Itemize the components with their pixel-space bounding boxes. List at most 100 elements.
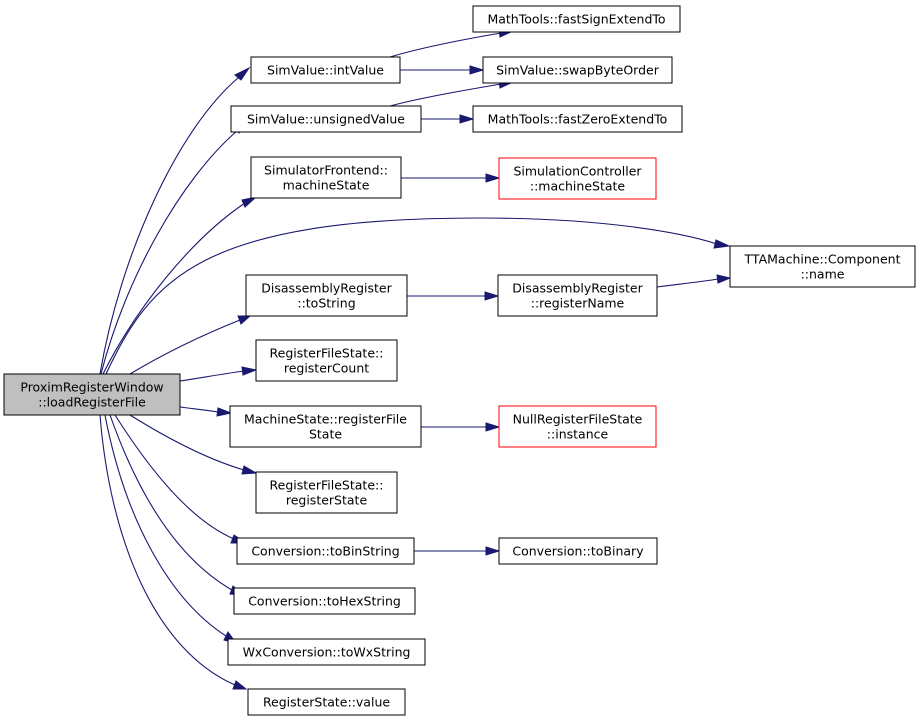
arrowhead-icon [716,274,732,284]
edge-n9-to-n10 [407,291,500,301]
edge-line [656,278,719,288]
function-node[interactable]: SimulatorFrontend::machineState [250,156,402,199]
node-label-line: MathTools::fastZeroExtendTo [488,112,668,127]
node-label-line: SimulatorFrontend:: [264,163,388,178]
function-node[interactable]: RegisterState::value [247,688,406,716]
arrowhead-icon [484,291,500,301]
node-label-line: ::registerName [531,296,625,311]
edge-n4-to-n3 [389,79,515,107]
node-label-line: SimValue::swapByteOrder [496,63,660,78]
node-label-line: RegisterState::value [263,695,390,710]
edge-line [389,32,502,58]
node-box [230,105,422,133]
arrowhead-icon [459,114,475,124]
node-box [482,56,673,84]
node-label-line: State [309,427,342,442]
function-node[interactable]: RegisterFileState::registerCount [255,339,398,382]
function-node[interactable]: DisassemblyRegister::toString [245,274,408,317]
root-function-node: ProximRegisterWindow::loadRegisterFile [3,373,181,416]
function-node[interactable]: Conversion::toHexString [233,587,416,615]
node-box [497,274,658,317]
edge-root-to-n8 [105,217,731,375]
function-node[interactable]: SimulationController::machineState [498,157,657,200]
edge-line [99,77,239,375]
edge-n6-to-n7 [401,173,501,183]
node-label-line: Conversion::toBinString [251,544,399,559]
edge-root-to-n4 [100,119,249,375]
node-label-line: SimulationController [513,164,642,179]
function-node[interactable]: WxConversion::toWxString [227,638,426,666]
edge-n1-to-n3 [400,65,485,75]
node-label-line: ::toString [297,296,355,311]
arrowhead-icon [216,407,233,417]
edge-line [104,414,227,637]
edge-line [99,414,236,686]
node-label-line: ::name [801,267,845,282]
edge-n10-to-n8 [656,274,732,288]
edge-root-to-n9 [129,315,252,375]
node-label-line: MachineState::registerFile [244,412,407,427]
edge-line [179,370,245,382]
edge-line [114,414,235,540]
edge-line [102,202,246,375]
function-node[interactable]: RegisterFileState::registerState [255,471,398,514]
node-box [227,638,426,666]
edge-root-to-n19 [99,414,248,690]
function-node[interactable]: SimValue::intValue [250,56,401,84]
edges-layer [99,28,732,690]
node-label-line: DisassemblyRegister [512,281,643,296]
function-node[interactable]: Conversion::toBinary [498,537,658,565]
node-box [3,373,181,416]
node-label-line: RegisterFileState:: [270,346,384,361]
function-node[interactable]: Conversion::toBinString [236,537,415,565]
edge-root-to-n14 [129,414,258,475]
node-label-line: SimValue::intValue [267,63,384,78]
node-box [233,587,416,615]
arrowhead-icon [234,66,251,81]
node-box [236,537,415,565]
function-node[interactable]: DisassemblyRegister::registerName [497,274,658,317]
arrowhead-icon [485,546,501,556]
function-node[interactable]: TTAMachine::Component::name [729,245,916,288]
function-node[interactable]: NullRegisterFileState::instance [498,405,657,448]
node-box [247,688,406,716]
function-node[interactable]: SimValue::unsignedValue [230,105,422,133]
node-box [472,5,681,33]
node-box [498,405,657,448]
edge-line [109,414,233,591]
arrowhead-icon [241,366,258,376]
node-label-line: ProximRegisterWindow [20,380,163,395]
node-label-line: Conversion::toHexString [248,594,401,609]
node-label-line: registerState [286,493,368,508]
node-box [472,105,683,133]
node-label-line: ::machineState [530,179,626,194]
edge-root-to-n15 [114,414,248,544]
node-box [498,157,657,200]
node-label-line: NullRegisterFileState [513,412,643,427]
node-box [255,471,398,514]
edge-n15-to-n16 [414,546,501,556]
arrowhead-icon [241,196,258,208]
edge-root-to-n1 [99,66,251,375]
node-label-line: RegisterFileState:: [270,478,384,493]
nodes-layer: ProximRegisterWindow::loadRegisterFile Si… [3,5,916,716]
arrowhead-icon [469,65,485,75]
edge-root-to-n6 [102,196,258,375]
function-node[interactable]: SimValue::swapByteOrder [482,56,673,84]
edge-line [179,406,219,413]
edge-line [100,129,239,375]
function-node[interactable]: MathTools::fastSignExtendTo [472,5,681,33]
function-node[interactable]: MathTools::fastZeroExtendTo [472,105,683,133]
node-box [250,156,402,199]
arrowhead-icon [485,173,501,183]
node-label-line: WxConversion::toWxString [243,645,411,660]
edge-n4-to-n5 [421,114,475,124]
node-label-line: machineState [283,178,370,193]
node-box [729,245,916,288]
arrowhead-icon [713,239,731,249]
node-box [255,339,398,382]
node-box [229,405,422,448]
edge-line [129,414,245,471]
